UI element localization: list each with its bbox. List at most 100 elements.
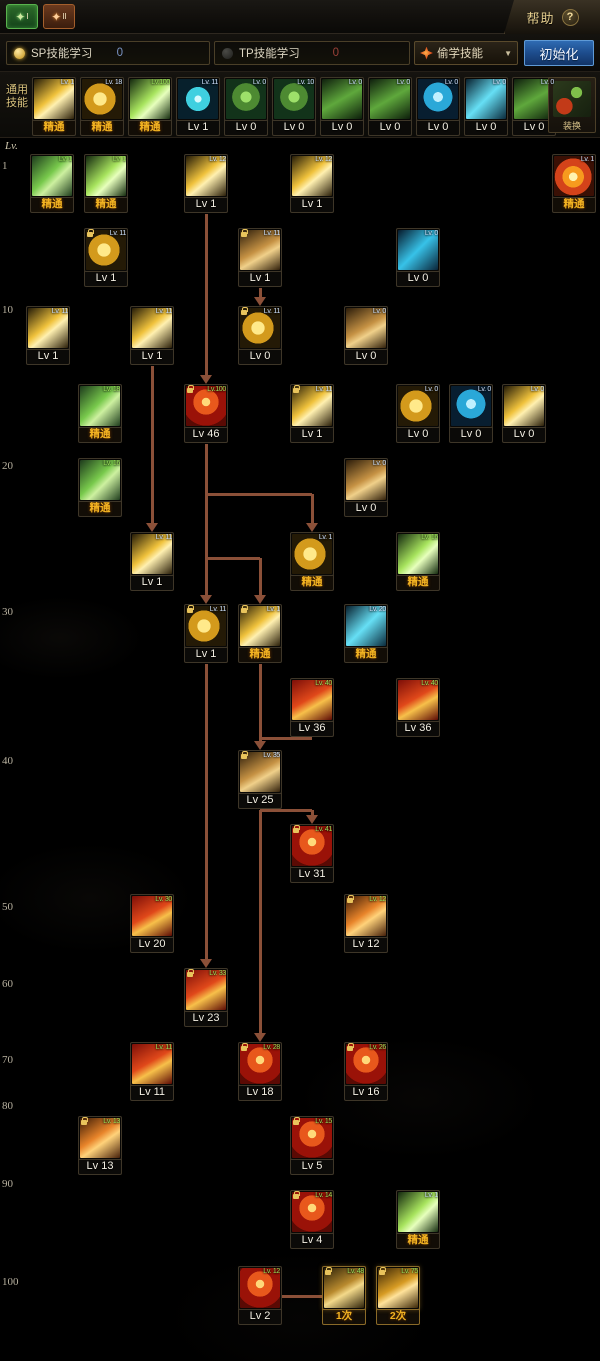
skill-icon-frame[interactable]: Lv. 1 bbox=[32, 77, 76, 121]
skill-icon-frame[interactable]: Lv. 14 bbox=[290, 1190, 334, 1234]
skill-node[interactable]: Lv. 28Lv 18 bbox=[238, 1042, 282, 1101]
skill-node[interactable]: Lv. 1精通 bbox=[32, 77, 76, 136]
skill-node[interactable]: Lv. 40Lv 36 bbox=[396, 678, 440, 737]
skill-icon-frame[interactable]: Lv.100 bbox=[184, 384, 228, 428]
skill-icon-frame[interactable]: Lv. 48 bbox=[322, 1266, 366, 1310]
skill-node[interactable]: Lv. 0Lv 0 bbox=[396, 384, 440, 443]
skill-icon-frame[interactable]: Lv. 11 bbox=[26, 306, 70, 350]
skill-icon-frame[interactable]: Lv. 12 bbox=[184, 154, 228, 198]
skill-node[interactable]: Lv. 0Lv 0 bbox=[344, 458, 388, 517]
skill-icon-frame[interactable]: Lv. 0 bbox=[344, 458, 388, 502]
skill-icon-frame[interactable]: Lv. 13 bbox=[78, 1116, 122, 1160]
skill-node[interactable]: Lv. 1精通 bbox=[30, 154, 74, 213]
skill-icon-frame[interactable]: Lv. 11 bbox=[184, 604, 228, 648]
skill-icon-frame[interactable]: Lv. 12 bbox=[290, 154, 334, 198]
skill-node[interactable]: Lv. 12Lv 1 bbox=[290, 154, 334, 213]
skill-icon-frame[interactable]: Lv. 11 bbox=[238, 306, 282, 350]
skill-icon-frame[interactable]: Lv. 16 bbox=[78, 458, 122, 502]
skill-node[interactable]: Lv. 16精通 bbox=[78, 458, 122, 517]
skill-node[interactable]: Lv. 0Lv 0 bbox=[449, 384, 493, 443]
skill-node[interactable]: Lv. 18精通 bbox=[78, 384, 122, 443]
skill-icon-frame[interactable]: Lv. 1 bbox=[396, 1190, 440, 1234]
skill-icon-frame[interactable]: Lv. 0 bbox=[502, 384, 546, 428]
skill-icon-frame[interactable]: Lv. 0 bbox=[416, 77, 460, 121]
skill-icon-frame[interactable]: Lv. 1 bbox=[552, 154, 596, 198]
skill-node[interactable]: Lv. 0Lv 0 bbox=[344, 306, 388, 365]
skill-icon-frame[interactable]: Lv. 18 bbox=[80, 77, 124, 121]
skill-node[interactable]: Lv. 40Lv 36 bbox=[290, 678, 334, 737]
skill-icon-frame[interactable]: Lv. 28 bbox=[238, 1042, 282, 1086]
skill-node[interactable]: Lv. 481次 bbox=[322, 1266, 366, 1325]
skill-icon-frame[interactable]: Lv. 10 bbox=[272, 77, 316, 121]
skill-node[interactable]: Lv. 1精通 bbox=[396, 1190, 440, 1249]
skill-icon-frame[interactable]: Lv.100 bbox=[128, 77, 172, 121]
skill-icon-frame[interactable]: Lv. 0 bbox=[464, 77, 508, 121]
skill-node[interactable]: Lv.100Lv 46 bbox=[184, 384, 228, 443]
skill-node[interactable]: Lv. 11Lv 1 bbox=[130, 306, 174, 365]
skill-node[interactable]: Lv. 0Lv 0 bbox=[368, 77, 412, 136]
skill-node[interactable]: Lv. 11Lv 0 bbox=[238, 306, 282, 365]
skill-icon-frame[interactable]: Lv. 11 bbox=[290, 384, 334, 428]
skill-node[interactable]: Lv. 11Lv 11 bbox=[130, 1042, 174, 1101]
skill-icon-frame[interactable]: Lv. 0 bbox=[449, 384, 493, 428]
swap-button[interactable]: 装换 bbox=[548, 77, 596, 133]
skill-icon-frame[interactable]: Lv. 11 bbox=[130, 1042, 174, 1086]
skill-node[interactable]: Lv. 11Lv 1 bbox=[290, 384, 334, 443]
skill-icon-frame[interactable]: Lv. 75 bbox=[376, 1266, 420, 1310]
skill-tree-canvas[interactable]: Lv. 1102030405060708090100 Lv. 1精通Lv. 1精… bbox=[0, 138, 600, 1361]
skill-node[interactable]: Lv. 18精通 bbox=[80, 77, 124, 136]
skill-node[interactable]: Lv.100精通 bbox=[128, 77, 172, 136]
skill-icon-frame[interactable]: Lv. 0 bbox=[224, 77, 268, 121]
skill-node[interactable]: Lv. 11Lv 1 bbox=[84, 228, 128, 287]
skill-node[interactable]: Lv. 11Lv 1 bbox=[26, 306, 70, 365]
skill-node[interactable]: Lv. 1精通 bbox=[238, 604, 282, 663]
skill-icon-frame[interactable]: Lv. 26 bbox=[344, 1042, 388, 1086]
skill-node[interactable]: Lv. 0Lv 0 bbox=[502, 384, 546, 443]
skill-node[interactable]: Lv. 20精通 bbox=[344, 604, 388, 663]
skill-node[interactable]: Lv. 752次 bbox=[376, 1266, 420, 1325]
skill-icon-frame[interactable]: Lv. 18 bbox=[78, 384, 122, 428]
skill-icon-frame[interactable]: Lv. 12 bbox=[238, 1266, 282, 1310]
skill-node[interactable]: Lv. 12Lv 2 bbox=[238, 1266, 282, 1325]
skill-node[interactable]: Lv. 11Lv 1 bbox=[184, 604, 228, 663]
skill-icon-frame[interactable]: Lv. 1 bbox=[30, 154, 74, 198]
reset-button[interactable]: 初始化 bbox=[524, 40, 594, 66]
skill-node[interactable]: Lv. 0Lv 0 bbox=[464, 77, 508, 136]
skill-icon-frame[interactable]: Lv. 11 bbox=[176, 77, 220, 121]
skill-node[interactable]: Lv. 12Lv 1 bbox=[184, 154, 228, 213]
skill-node[interactable]: Lv. 1精通 bbox=[552, 154, 596, 213]
skill-node[interactable]: Lv. 11Lv 1 bbox=[130, 532, 174, 591]
tab-skill-set-2[interactable]: ✦ II bbox=[43, 4, 75, 29]
skill-icon-frame[interactable]: Lv. 0 bbox=[320, 77, 364, 121]
skill-icon-frame[interactable]: Lv. 1 bbox=[84, 154, 128, 198]
skill-node[interactable]: Lv. 0Lv 0 bbox=[320, 77, 364, 136]
skill-icon-frame[interactable]: Lv. 1 bbox=[238, 604, 282, 648]
skill-icon-frame[interactable]: Lv. 35 bbox=[238, 750, 282, 794]
skill-node[interactable]: Lv. 1精通 bbox=[290, 532, 334, 591]
skill-node[interactable]: Lv. 41Lv 31 bbox=[290, 824, 334, 883]
skill-node[interactable]: Lv. 11Lv 1 bbox=[176, 77, 220, 136]
skill-node[interactable]: Lv. 1精通 bbox=[84, 154, 128, 213]
skill-icon-frame[interactable]: Lv. 16 bbox=[396, 532, 440, 576]
skill-node[interactable]: Lv. 10Lv 0 bbox=[272, 77, 316, 136]
skill-icon-frame[interactable]: Lv. 0 bbox=[344, 306, 388, 350]
skill-icon-frame[interactable]: Lv. 40 bbox=[290, 678, 334, 722]
skill-icon-frame[interactable]: Lv. 11 bbox=[84, 228, 128, 272]
skill-icon-frame[interactable]: Lv. 12 bbox=[344, 894, 388, 938]
skill-icon-frame[interactable]: Lv. 0 bbox=[396, 384, 440, 428]
skill-icon-frame[interactable]: Lv. 0 bbox=[396, 228, 440, 272]
tp-learning-toggle[interactable]: TP技能学习 0 bbox=[214, 41, 410, 65]
skill-node[interactable]: Lv. 13Lv 13 bbox=[78, 1116, 122, 1175]
help-button[interactable]: 帮助 ? bbox=[504, 0, 600, 34]
sp-learning-toggle[interactable]: SP技能学习 0 bbox=[6, 41, 210, 65]
tab-skill-set-1[interactable]: ✦ I bbox=[6, 4, 38, 29]
skill-icon-frame[interactable]: Lv. 11 bbox=[130, 532, 174, 576]
skill-node[interactable]: Lv. 33Lv 23 bbox=[184, 968, 228, 1027]
skill-node[interactable]: Lv. 11Lv 1 bbox=[238, 228, 282, 287]
skill-node[interactable]: Lv. 15Lv 5 bbox=[290, 1116, 334, 1175]
skill-icon-frame[interactable]: Lv. 20 bbox=[344, 604, 388, 648]
skill-node[interactable]: Lv. 26Lv 16 bbox=[344, 1042, 388, 1101]
skill-node[interactable]: Lv. 30Lv 20 bbox=[130, 894, 174, 953]
skill-node[interactable]: Lv. 0Lv 0 bbox=[396, 228, 440, 287]
skill-node[interactable]: Lv. 12Lv 12 bbox=[344, 894, 388, 953]
